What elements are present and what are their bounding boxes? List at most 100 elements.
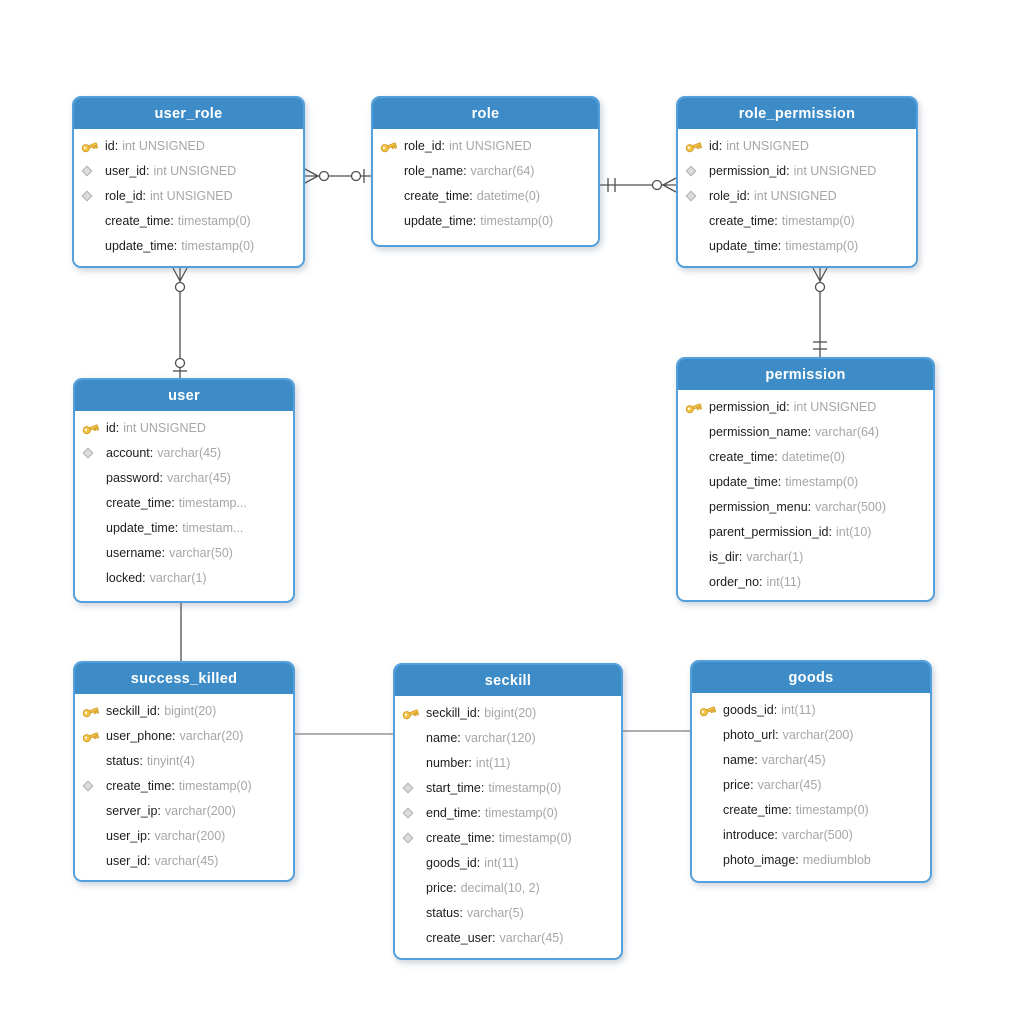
- field-name: account:: [106, 445, 154, 460]
- table-header-user_role[interactable]: user_role: [74, 98, 303, 129]
- field-row-user_role-update_time[interactable]: update_time: timestamp(0): [74, 233, 303, 258]
- field-row-goods-photo_image[interactable]: photo_image: mediumblob: [692, 847, 930, 872]
- field-name: role_id:: [404, 138, 445, 153]
- field-row-success_killed-user_id[interactable]: user_id: varchar(45): [75, 848, 293, 873]
- field-row-user_role-create_time[interactable]: create_time: timestamp(0): [74, 208, 303, 233]
- field-row-role_permission-permission_id[interactable]: permission_id: int UNSIGNED: [678, 158, 916, 183]
- field-row-success_killed-user_phone[interactable]: user_phone: varchar(20): [75, 723, 293, 748]
- field-row-role_permission-id[interactable]: id: int UNSIGNED: [678, 133, 916, 158]
- field-row-goods-create_time[interactable]: create_time: timestamp(0): [692, 797, 930, 822]
- primary-key-icon: [82, 421, 106, 435]
- table-role_permission[interactable]: role_permission id: int UNSIGNED permiss…: [676, 96, 918, 268]
- field-row-success_killed-seckill_id[interactable]: seckill_id: bigint(20): [75, 698, 293, 723]
- field-name: price:: [723, 777, 754, 792]
- field-row-permission-order_no[interactable]: order_no: int(11): [678, 569, 933, 594]
- field-row-user-account[interactable]: account: varchar(45): [75, 440, 293, 465]
- field-row-role-role_name[interactable]: role_name: varchar(64): [373, 158, 598, 183]
- field-row-user-create_time[interactable]: create_time: timestamp...: [75, 490, 293, 515]
- field-row-permission-permission_id[interactable]: permission_id: int UNSIGNED: [678, 394, 933, 419]
- table-header-success_killed[interactable]: success_killed: [75, 663, 293, 694]
- field-type: int(11): [766, 574, 802, 589]
- primary-key-icon: [699, 703, 723, 717]
- field-row-seckill-end_time[interactable]: end_time: timestamp(0): [395, 800, 621, 825]
- field-row-permission-update_time[interactable]: update_time: timestamp(0): [678, 469, 933, 494]
- table-header-permission[interactable]: permission: [678, 359, 933, 390]
- field-row-user_role-user_id[interactable]: user_id: int UNSIGNED: [74, 158, 303, 183]
- field-row-user_role-id[interactable]: id: int UNSIGNED: [74, 133, 303, 158]
- table-success_killed[interactable]: success_killed seckill_id: bigint(20) us…: [73, 661, 295, 882]
- field-type: int(11): [475, 755, 511, 770]
- table-permission[interactable]: permission permission_id: int UNSIGNED p…: [676, 357, 935, 602]
- field-row-seckill-number[interactable]: number: int(11): [395, 750, 621, 775]
- field-type: timestamp(0): [488, 780, 562, 795]
- field-row-seckill-name[interactable]: name: varchar(120): [395, 725, 621, 750]
- field-name: permission_menu:: [709, 499, 812, 514]
- table-header-seckill[interactable]: seckill: [395, 665, 621, 696]
- field-row-role_permission-create_time[interactable]: create_time: timestamp(0): [678, 208, 916, 233]
- field-type: int(10): [836, 524, 872, 539]
- field-row-permission-parent_permission_id[interactable]: parent_permission_id: int(10): [678, 519, 933, 544]
- field-row-goods-goods_id[interactable]: goods_id: int(11): [692, 697, 930, 722]
- field-row-role-role_id[interactable]: role_id: int UNSIGNED: [373, 133, 598, 158]
- field-row-seckill-start_time[interactable]: start_time: timestamp(0): [395, 775, 621, 800]
- relationship-role-role_permission[interactable]: [600, 177, 677, 193]
- field-row-goods-introduce[interactable]: introduce: varchar(500): [692, 822, 930, 847]
- field-name: update_time:: [105, 238, 178, 253]
- field-row-role-update_time[interactable]: update_time: timestamp(0): [373, 208, 598, 233]
- field-row-seckill-create_time[interactable]: create_time: timestamp(0): [395, 825, 621, 850]
- field-row-goods-photo_url[interactable]: photo_url: varchar(200): [692, 722, 930, 747]
- field-row-user-id[interactable]: id: int UNSIGNED: [75, 415, 293, 440]
- field-row-success_killed-user_ip[interactable]: user_ip: varchar(200): [75, 823, 293, 848]
- field-row-success_killed-status[interactable]: status: tinyint(4): [75, 748, 293, 773]
- relationship-user_role-role[interactable]: [304, 168, 371, 184]
- field-row-user-username[interactable]: username: varchar(50): [75, 540, 293, 565]
- field-row-role_permission-update_time[interactable]: update_time: timestamp(0): [678, 233, 916, 258]
- field-row-permission-permission_menu[interactable]: permission_menu: varchar(500): [678, 494, 933, 519]
- field-name: id:: [709, 138, 723, 153]
- table-user_role[interactable]: user_role id: int UNSIGNED user_id: int …: [72, 96, 305, 268]
- field-row-user-password[interactable]: password: varchar(45): [75, 465, 293, 490]
- field-row-goods-name[interactable]: name: varchar(45): [692, 747, 930, 772]
- table-user[interactable]: user id: int UNSIGNED account: varchar(4…: [73, 378, 295, 603]
- field-type: varchar(45): [154, 853, 219, 868]
- field-row-success_killed-server_ip[interactable]: server_ip: varchar(200): [75, 798, 293, 823]
- field-row-role-create_time[interactable]: create_time: datetime(0): [373, 183, 598, 208]
- field-row-seckill-status[interactable]: status: varchar(5): [395, 900, 621, 925]
- field-row-user_role-role_id[interactable]: role_id: int UNSIGNED: [74, 183, 303, 208]
- field-row-seckill-goods_id[interactable]: goods_id: int(11): [395, 850, 621, 875]
- field-row-user-locked[interactable]: locked: varchar(1): [75, 565, 293, 590]
- field-name: permission_name:: [709, 424, 812, 439]
- field-type: timestamp(0): [498, 830, 572, 845]
- table-header-role[interactable]: role: [373, 98, 598, 129]
- table-goods[interactable]: goods goods_id: int(11) photo_url: varch…: [690, 660, 932, 883]
- table-title: role_permission: [738, 105, 856, 122]
- field-type: timestamp(0): [480, 213, 554, 228]
- field-row-goods-price[interactable]: price: varchar(45): [692, 772, 930, 797]
- field-row-success_killed-create_time[interactable]: create_time: timestamp(0): [75, 773, 293, 798]
- field-row-user-update_time[interactable]: update_time: timestam...: [75, 515, 293, 540]
- field-name: user_id:: [106, 853, 151, 868]
- field-row-seckill-create_user[interactable]: create_user: varchar(45): [395, 925, 621, 950]
- table-header-goods[interactable]: goods: [692, 662, 930, 693]
- relationship-user_role-user[interactable]: [172, 267, 188, 378]
- field-name: parent_permission_id:: [709, 524, 832, 539]
- field-name: seckill_id:: [106, 703, 161, 718]
- field-row-role_permission-role_id[interactable]: role_id: int UNSIGNED: [678, 183, 916, 208]
- field-name: user_ip:: [106, 828, 151, 843]
- field-name: id:: [105, 138, 119, 153]
- relationship-role_permission-permission[interactable]: [812, 267, 828, 357]
- field-row-permission-permission_name[interactable]: permission_name: varchar(64): [678, 419, 933, 444]
- field-type: varchar(20): [179, 728, 244, 743]
- table-title: seckill: [484, 672, 532, 689]
- table-field-list: seckill_id: bigint(20) name: varchar(120…: [395, 696, 621, 954]
- table-role[interactable]: role role_id: int UNSIGNED role_name: va…: [371, 96, 600, 247]
- field-row-seckill-seckill_id[interactable]: seckill_id: bigint(20): [395, 700, 621, 725]
- field-type: decimal(10, 2): [460, 880, 540, 895]
- table-seckill[interactable]: seckill seckill_id: bigint(20) name: var…: [393, 663, 623, 960]
- field-row-permission-is_dir[interactable]: is_dir: varchar(1): [678, 544, 933, 569]
- foreign-key-icon: [402, 781, 426, 794]
- table-header-role_permission[interactable]: role_permission: [678, 98, 916, 129]
- field-row-seckill-price[interactable]: price: decimal(10, 2): [395, 875, 621, 900]
- field-row-permission-create_time[interactable]: create_time: datetime(0): [678, 444, 933, 469]
- table-header-user[interactable]: user: [75, 380, 293, 411]
